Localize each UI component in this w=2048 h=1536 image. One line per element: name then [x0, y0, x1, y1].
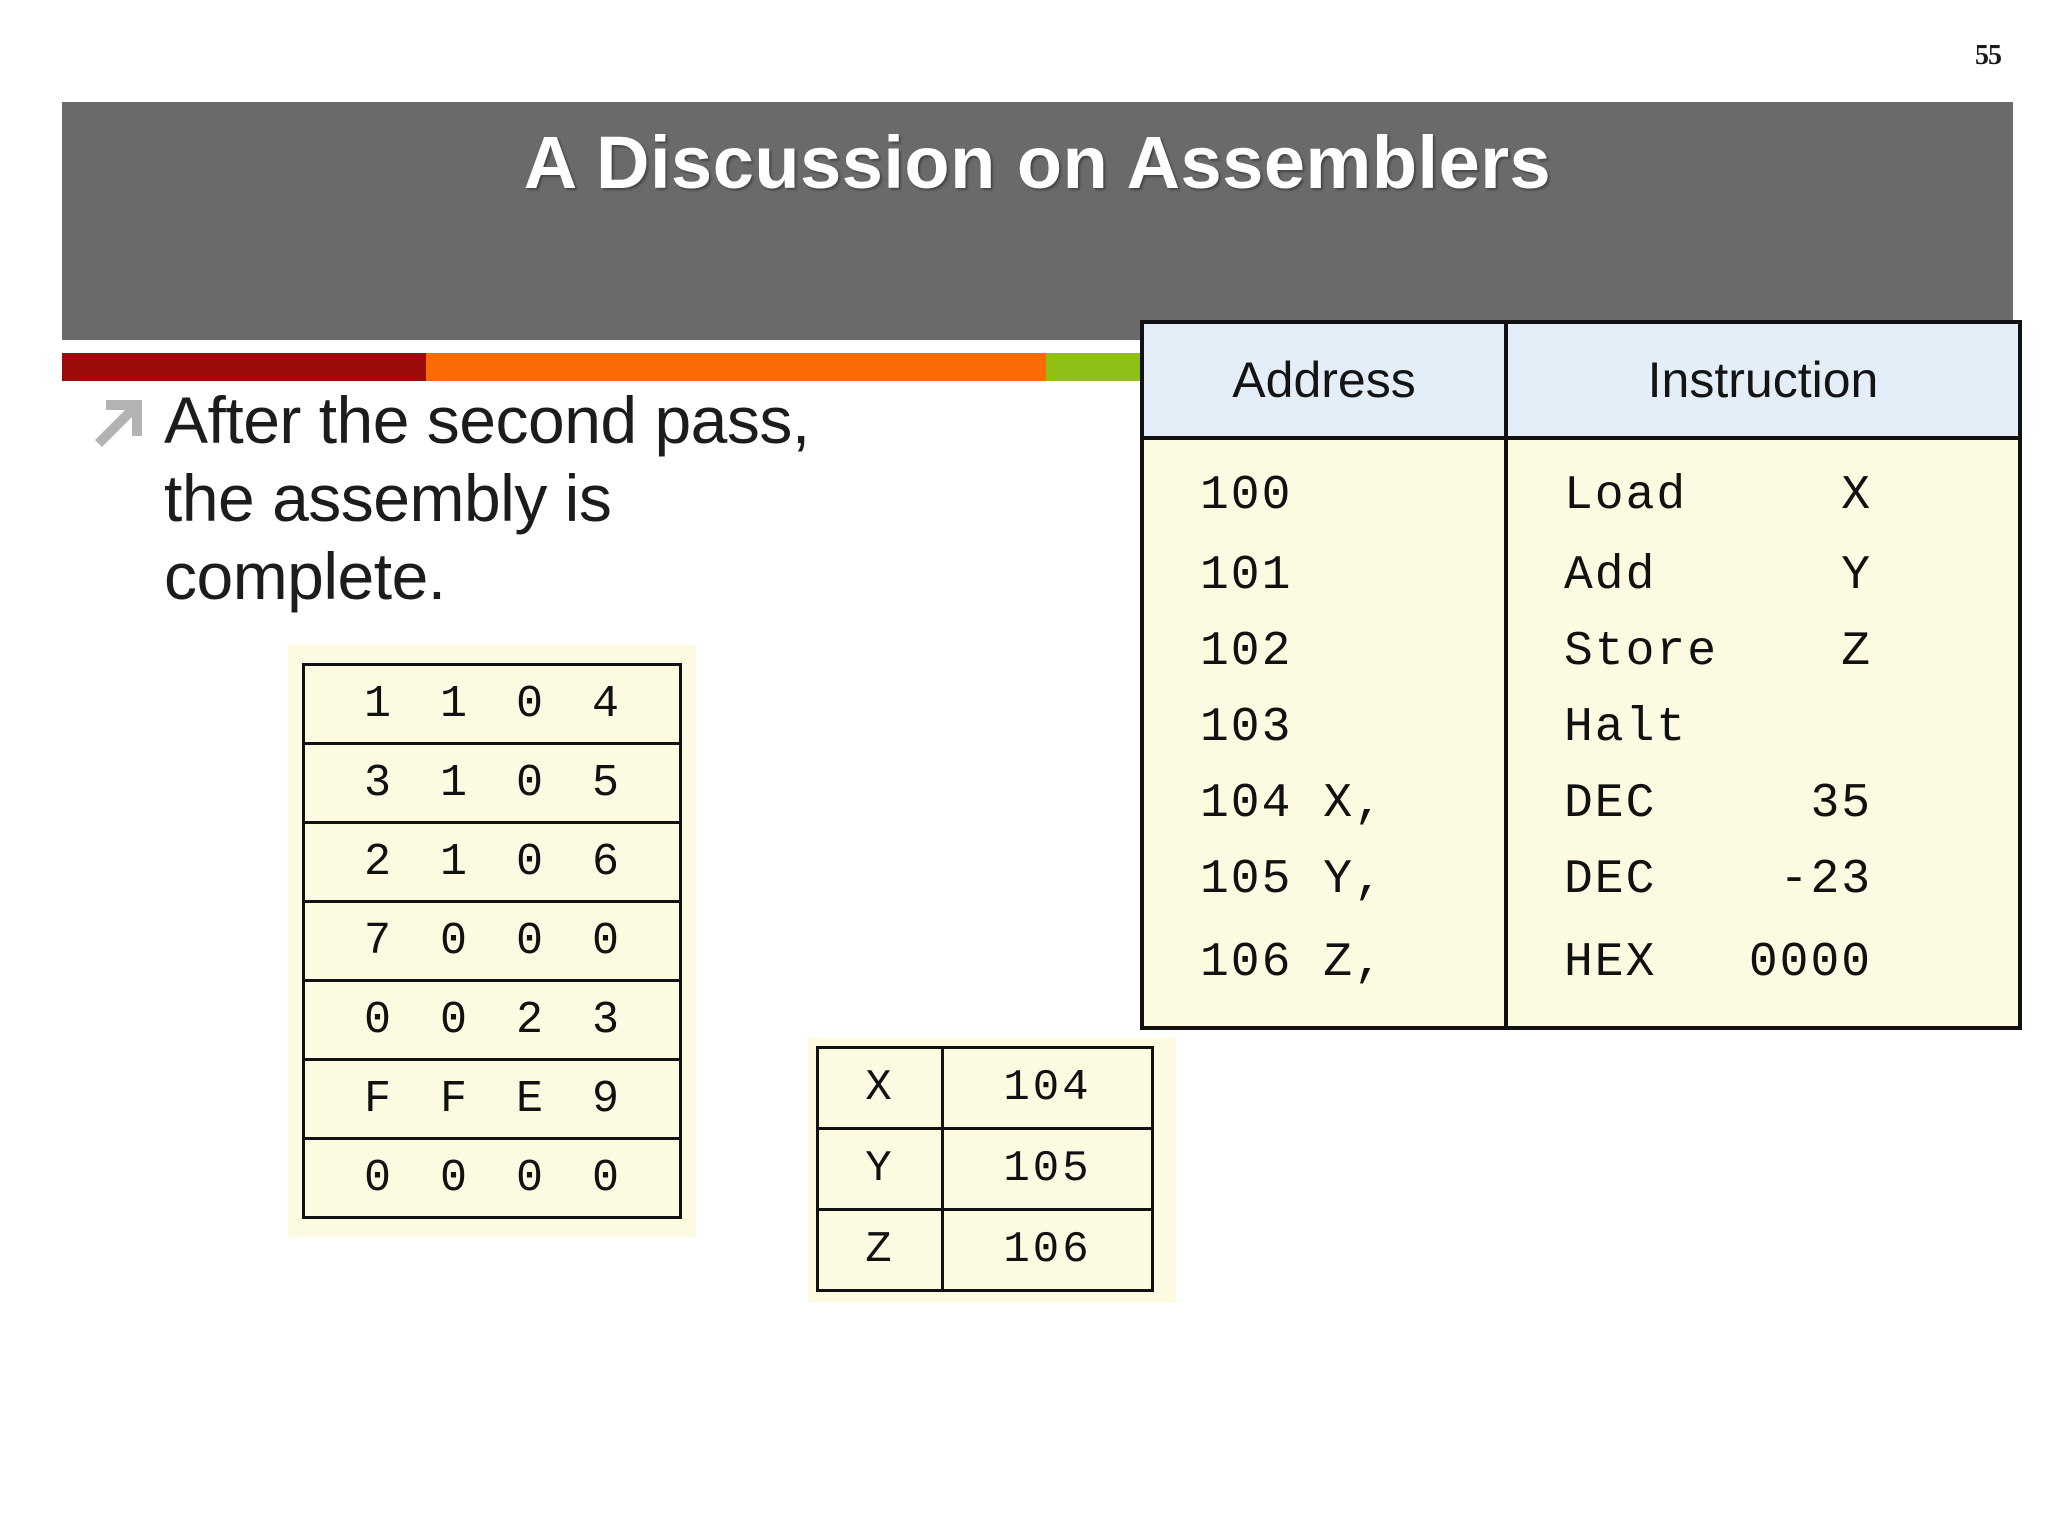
listing-instruction-cell: Add Y	[1506, 538, 2018, 614]
memory-table-row: F F E 9	[303, 1058, 681, 1140]
memory-table-row: 0 0 0 0	[303, 1137, 681, 1218]
memory-table-row: 0 0 2 3	[303, 979, 681, 1061]
symbol-address-cell: 105	[941, 1127, 1154, 1211]
divider-segment-orange	[426, 353, 1046, 381]
listing-table-row: 104 X,DEC 35	[1144, 766, 2018, 842]
memory-table-row: 1 1 0 4	[303, 664, 681, 745]
memory-table-row: 3 1 0 5	[303, 742, 681, 824]
memory-word-cell: 2 1 0 6	[303, 821, 681, 903]
divider-segment-red	[62, 353, 426, 381]
symbol-address-cell: 104	[941, 1046, 1154, 1130]
memory-word-cell: 1 1 0 4	[303, 664, 681, 745]
memory-word-cell: 3 1 0 5	[303, 742, 681, 824]
symbol-name-cell: X	[816, 1046, 944, 1130]
column-header-address: Address	[1144, 324, 1508, 440]
listing-address-cell: 102	[1144, 614, 1508, 690]
listing-header-row: Address Instruction	[1144, 324, 2018, 440]
listing-address-cell: 100	[1144, 438, 1508, 538]
memory-table-row: 2 1 0 6	[303, 821, 681, 903]
listing-address-cell: 103	[1144, 690, 1508, 766]
bullet-text: After the second pass, the assembly is c…	[164, 383, 810, 613]
listing-instruction-cell: HEX 0000	[1506, 918, 2018, 1026]
page-number: 55	[1975, 40, 2002, 71]
listing-address-cell: 101	[1144, 538, 1508, 614]
symbol-name-cell: Z	[816, 1208, 944, 1292]
symbol-name-cell: Y	[816, 1127, 944, 1211]
memory-word-cell: 0 0 2 3	[303, 979, 681, 1061]
page-title: A Discussion on Assemblers	[523, 121, 1552, 204]
memory-table-row: 7 0 0 0	[303, 900, 681, 982]
listing-instruction-cell: DEC -23	[1506, 842, 2018, 918]
listing-instruction-cell: Store Z	[1506, 614, 2018, 690]
listing-instruction-cell: DEC 35	[1506, 766, 2018, 842]
listing-instruction-cell: Load X	[1506, 438, 2018, 538]
divider-bar	[62, 353, 1146, 381]
memory-word-cell: 7 0 0 0	[303, 900, 681, 982]
bullet-block: After the second pass, the assembly is c…	[88, 382, 888, 616]
listing-address-cell: 106 Z,	[1144, 918, 1508, 1026]
symbol-address-cell: 106	[941, 1208, 1154, 1292]
memory-word-cell: 0 0 0 0	[303, 1137, 681, 1218]
listing-address-cell: 104 X,	[1144, 766, 1508, 842]
memory-word-cell: F F E 9	[303, 1058, 681, 1140]
listing-table-row: 105 Y,DEC -23	[1144, 842, 2018, 918]
listing-table-row: 106 Z,HEX 0000	[1144, 918, 2018, 1026]
column-header-instruction: Instruction	[1506, 324, 2018, 440]
arrow-up-right-icon	[88, 396, 146, 454]
title-banner: A Discussion on Assemblers	[62, 102, 2013, 340]
divider-segment-green	[1046, 353, 1146, 381]
listing-instruction-cell: Halt	[1506, 690, 2018, 766]
listing-address-cell: 105 Y,	[1144, 842, 1508, 918]
